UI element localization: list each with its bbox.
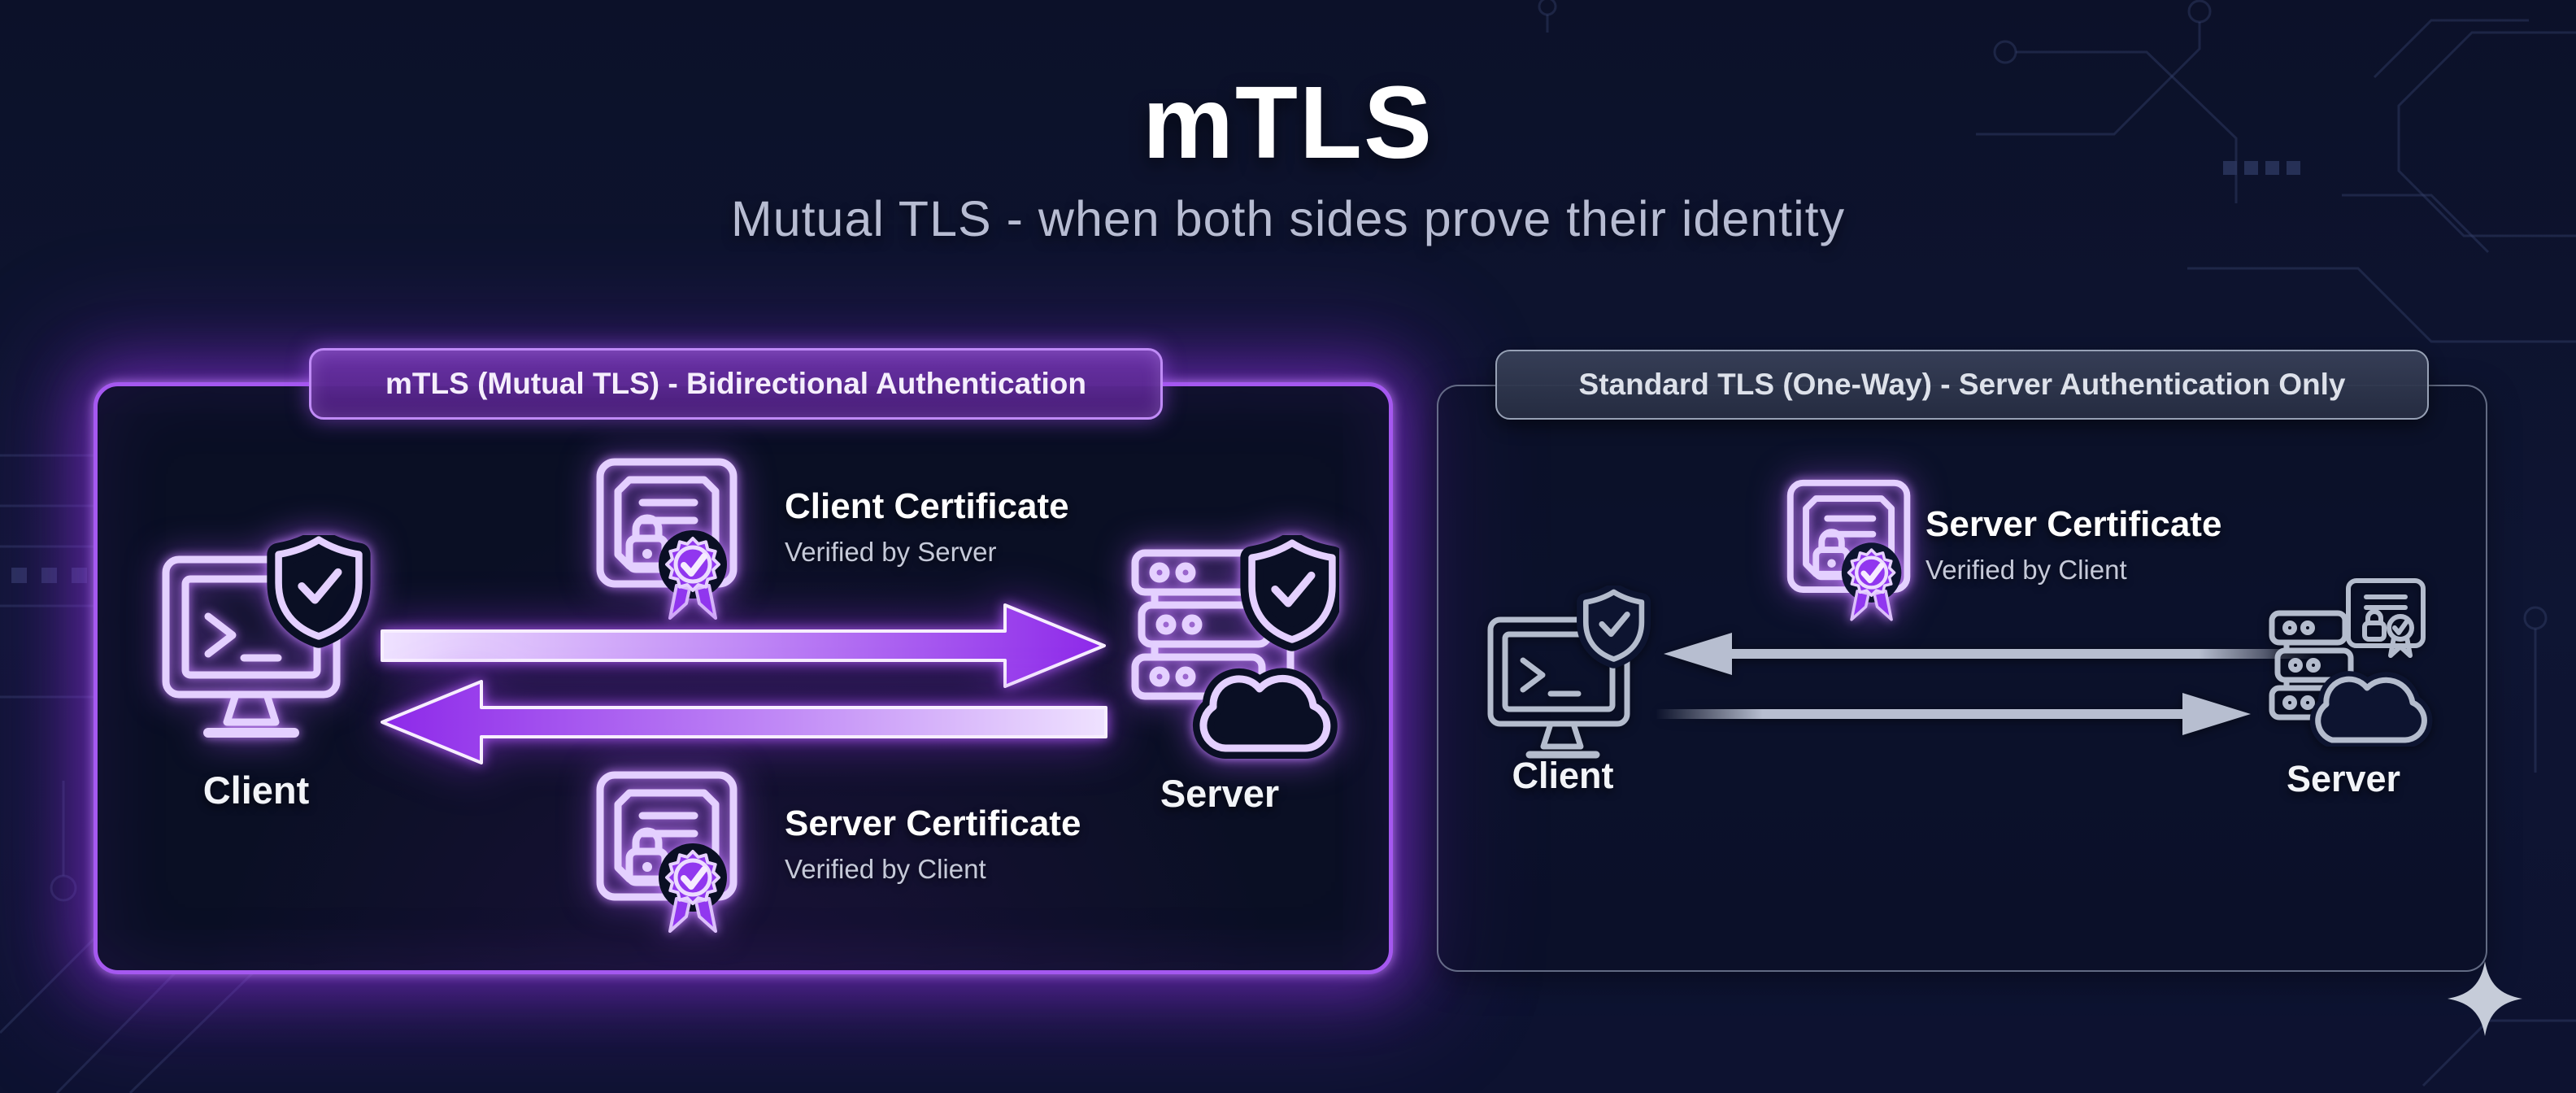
client-monitor-shield-icon [162, 535, 371, 738]
arrow-client-to-server-gray [1656, 693, 2251, 735]
arrow-client-to-server [381, 603, 1106, 688]
page-subtitle: Mutual TLS - when both sides prove their… [730, 191, 1846, 246]
standard-server-label: Server [2286, 758, 2401, 799]
standard-server-certificate-subtitle: Verified by Client [1925, 555, 2127, 585]
client-certificate-title: Client Certificate [785, 486, 1069, 526]
server-rack-shield-cloud-icon [1131, 535, 1339, 759]
standard-server-rack-certificate-cloud-icon [2269, 578, 2433, 747]
client-certificate-icon [596, 458, 738, 620]
standard-server-certificate-icon [1786, 479, 1911, 621]
standard-server-certificate-text: Server Certificate Verified by Client [1925, 504, 2221, 586]
mtls-client-label: Client [202, 769, 310, 812]
standard-server-certificate-title: Server Certificate [1925, 504, 2222, 544]
arrow-server-to-client-gray [1664, 633, 2316, 675]
ribbon-badge-icon [659, 843, 727, 933]
server-certificate-icon [596, 771, 738, 933]
standard-client-label: Client [1512, 755, 1614, 796]
ribbon-badge-icon [659, 530, 727, 620]
standard-client-monitor-shield-icon [1487, 586, 1651, 759]
shield-check-icon [267, 535, 371, 648]
shield-check-icon [1577, 586, 1651, 668]
standard-tls-panel-badge: Standard TLS (One-Way) - Server Authenti… [1495, 350, 2429, 420]
client-certificate-subtitle: Verified by Server [785, 537, 997, 567]
server-certificate-subtitle: Verified by Client [785, 854, 986, 884]
mtls-panel-badge: mTLS (Mutual TLS) - Bidirectional Authen… [309, 348, 1163, 420]
server-certificate-text: Server Certificate Verified by Client [785, 803, 1081, 885]
keyhole [1827, 559, 1836, 568]
keyhole [642, 862, 652, 872]
arrow-server-to-client [381, 680, 1107, 764]
shield-check-icon [1240, 535, 1339, 651]
mini-certificate-icon [2346, 578, 2426, 658]
keyhole [642, 549, 652, 559]
page-title: mTLS [1142, 65, 1434, 180]
server-certificate-title: Server Certificate [785, 803, 1081, 843]
sparkle-icon [2448, 961, 2522, 1036]
ribbon-badge-icon [1841, 542, 1902, 621]
mtls-server-label: Server [1160, 772, 1280, 815]
client-certificate-text: Client Certificate Verified by Server [785, 486, 1069, 568]
cloud-icon [2309, 671, 2433, 747]
cloud-icon [1192, 668, 1338, 759]
